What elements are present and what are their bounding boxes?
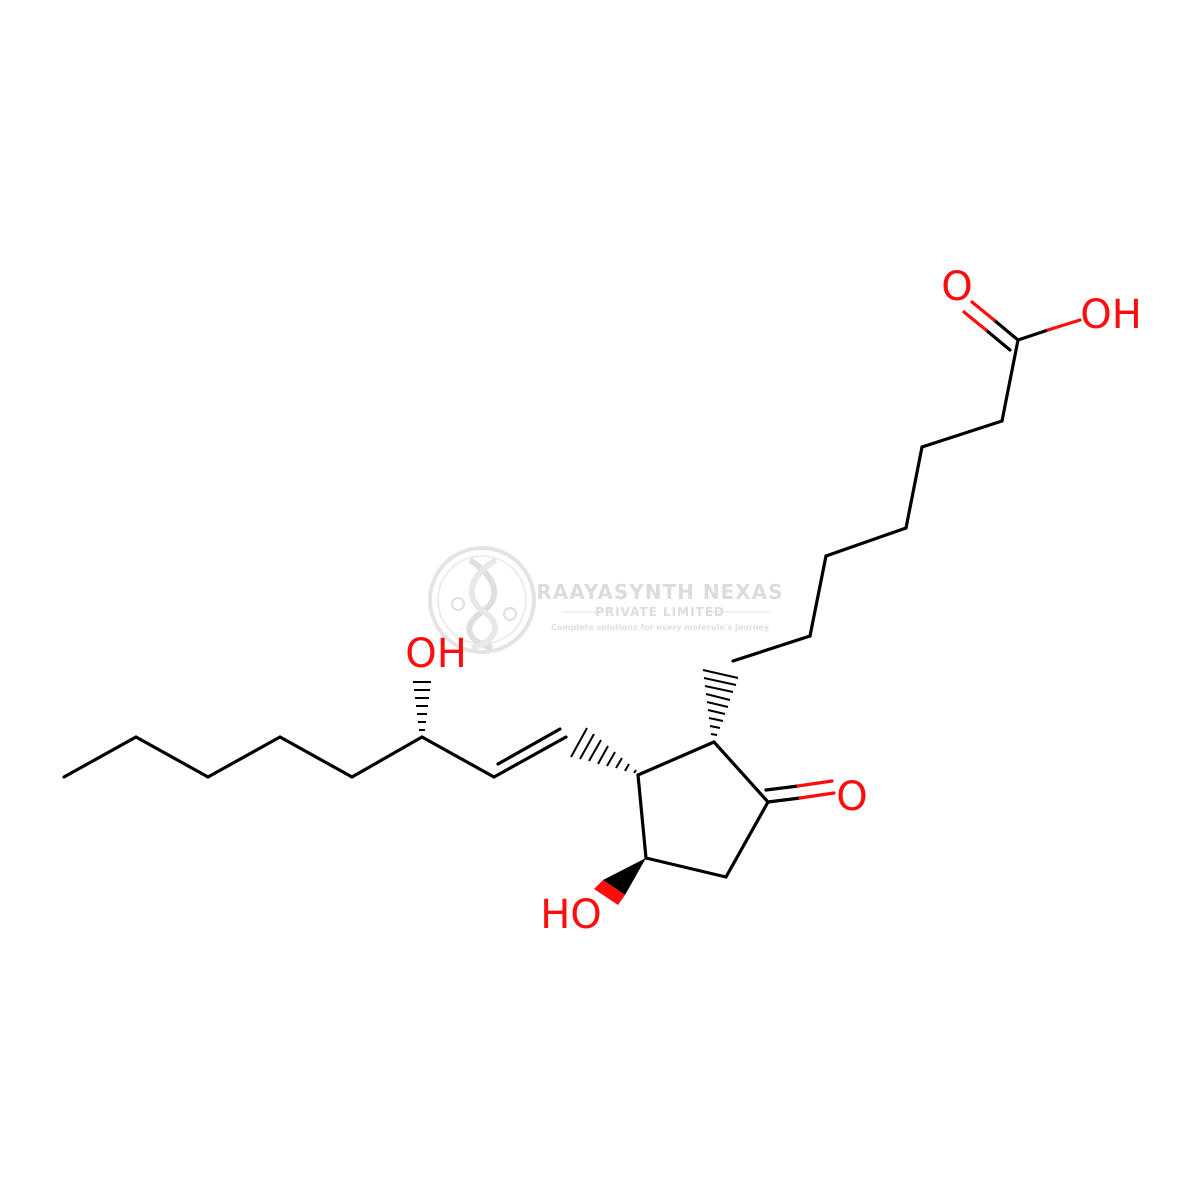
atom-label-acid-carbonyl-o: O [941,264,972,310]
ring-bond [636,773,648,860]
watermark-subtitle: PRIVATE LIMITED [595,605,725,619]
ring-bond [712,740,770,804]
stereo-bonds [413,669,739,905]
bond [904,445,924,530]
bond [920,419,1004,449]
atom-label-side-chain-oh: OH [405,631,467,677]
bond [824,526,908,558]
watermark: RAAYASYNTH NEXAS PRIVATE LIMITED Complet… [428,546,783,654]
bond [278,735,354,779]
atom-labels: O OH OH O HO [405,264,1142,938]
dna-helix-logo-icon [428,546,536,654]
bond [731,634,812,663]
ring-bond [636,740,716,777]
bond [62,735,138,779]
bond [134,735,210,779]
watermark-company: RAAYASYNTH NEXAS [536,580,783,604]
double-bond [492,735,568,779]
wedge-bond-o [594,880,625,905]
ring-bond [644,856,728,879]
atom-label-ring-ho: HO [540,892,602,938]
wedge-bond [603,858,646,895]
watermark-tagline: Complete solutions for every molecule's … [551,623,770,632]
bond [206,735,282,779]
bond [420,735,496,779]
bond [1000,338,1020,423]
hetero-bonds [764,300,1082,804]
bonds [62,338,1020,879]
bond [808,554,828,638]
atom-label-acid-oh: OH [1080,292,1142,338]
ring-bond [724,800,770,879]
bond [350,735,424,779]
double-bond-inner [496,727,562,766]
atom-label-ring-ketone-o: O [836,774,867,820]
